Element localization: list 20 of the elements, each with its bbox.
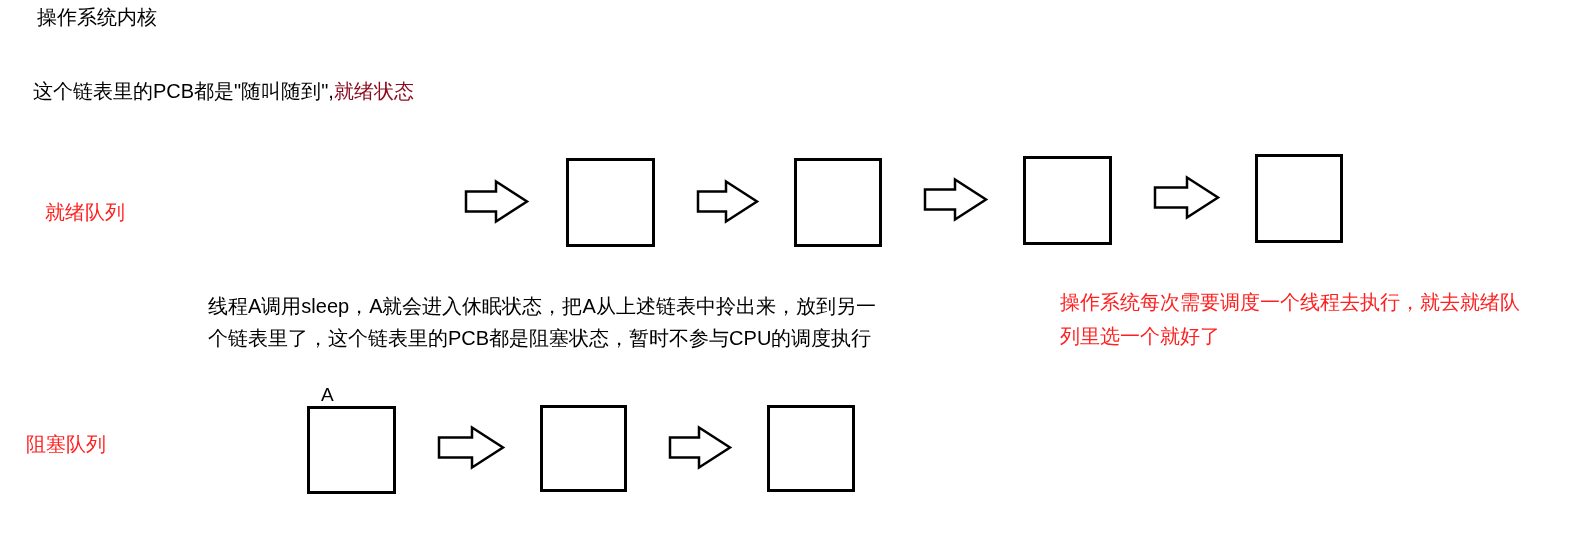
block-arrow [1153, 175, 1221, 220]
pcb-box [566, 158, 655, 247]
queue-label: 阻塞队列 [26, 432, 106, 457]
heading-text: 操作系统内核 [37, 5, 157, 30]
block-arrow [668, 425, 733, 470]
pcb-box [1023, 156, 1112, 245]
block-arrow [923, 177, 989, 222]
block-arrow [437, 425, 506, 470]
block-arrow [464, 179, 530, 224]
note-paragraph: 操作系统每次需要调度一个线程去执行，就去就绪队列里选一个就好了 [1060, 290, 1521, 349]
status-text: 就绪状态 [334, 79, 414, 104]
pcb-box [1255, 154, 1343, 243]
pcb-box [540, 405, 627, 492]
node-label: A [321, 384, 334, 406]
block-arrow [696, 179, 760, 224]
note-text: 这个链表里的PCB都是"随叫随到", [33, 79, 334, 104]
queue-label: 就绪队列 [45, 200, 125, 225]
description-paragraph: 线程A调用sleep，A就会进入休眠状态，把A从上述链表中拎出来，放到另一个链表里了，这个链表里的PCB都是阻塞状态，暂时不参与CPU的调度执行 [208, 294, 877, 351]
pcb-box [794, 158, 882, 247]
pcb-box [767, 405, 855, 492]
